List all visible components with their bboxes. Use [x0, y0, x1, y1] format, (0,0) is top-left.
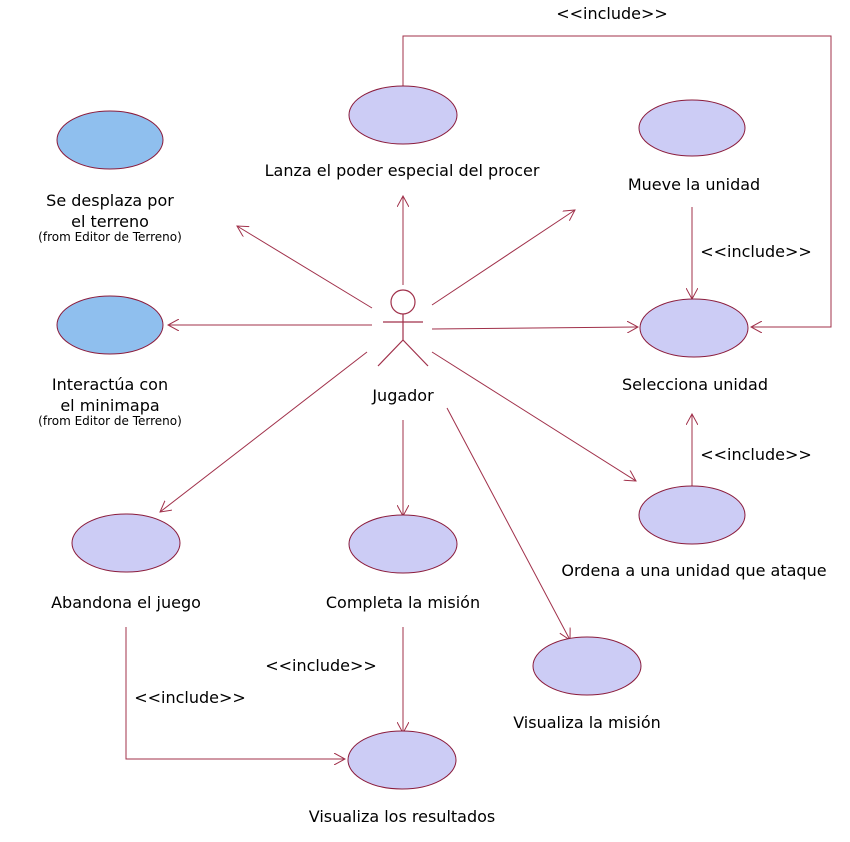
- use-case-origin-note: (from Editor de Terreno): [38, 414, 182, 428]
- include-lanza-to-selecciona: [402, 35, 832, 327]
- actor-name-label: Jugador: [371, 386, 434, 405]
- include-label-completa: <<include>>: [265, 656, 377, 675]
- include-label-mueve: <<include>>: [700, 242, 812, 261]
- use-case-label: Ordena a una unidad que ataque: [561, 561, 826, 580]
- use-case-lanza-poder[interactable]: Lanza el poder especial del procer: [265, 85, 540, 180]
- use-case-label: el minimapa: [60, 396, 159, 415]
- use-case-selecciona-unidad[interactable]: Selecciona unidad: [622, 298, 768, 394]
- include-label-top: <<include>>: [556, 4, 668, 23]
- association-to-se-desplaza: [237, 226, 373, 309]
- use-case-label: Interactúa con: [52, 375, 168, 394]
- stick-figure-actor-icon[interactable]: [377, 289, 429, 367]
- use-case-label: Abandona el juego: [51, 593, 201, 612]
- include-label-ordena: <<include>>: [700, 445, 812, 464]
- use-case-origin-note: (from Editor de Terreno): [38, 230, 182, 244]
- use-case-visualiza-resultados[interactable]: Visualiza los resultados: [309, 730, 496, 826]
- use-case-visualiza-mision[interactable]: Visualiza la misión: [513, 636, 661, 732]
- use-case-label: Selecciona unidad: [622, 375, 768, 394]
- use-case-interactua-minimapa[interactable]: Interactúa con el minimapa (from Editor …: [38, 295, 182, 428]
- association-to-selecciona-unidad: [431, 327, 638, 329]
- use-case-ordena-ataque[interactable]: Ordena a una unidad que ataque: [561, 485, 827, 580]
- association-to-ordena-ataque: [431, 351, 636, 481]
- association-to-abandona-juego: [160, 351, 368, 512]
- use-case-completa-mision[interactable]: Completa la misión: [326, 514, 480, 612]
- association-to-mueve-unidad: [431, 210, 575, 306]
- use-case-label: el terreno: [71, 212, 149, 231]
- use-case-se-desplaza[interactable]: Se desplaza por el terreno (from Editor …: [38, 110, 182, 244]
- use-case-label: Completa la misión: [326, 593, 480, 612]
- use-case-label: Lanza el poder especial del procer: [265, 161, 540, 180]
- use-case-abandona-juego[interactable]: Abandona el juego: [51, 513, 201, 612]
- association-to-visualiza-mision: [446, 407, 570, 640]
- use-case-label: Mueve la unidad: [628, 175, 760, 194]
- use-case-label: Visualiza los resultados: [309, 807, 496, 826]
- use-case-label: Se desplaza por: [46, 191, 174, 210]
- include-label-abandona: <<include>>: [134, 688, 246, 707]
- use-case-mueve-unidad[interactable]: Mueve la unidad: [628, 99, 760, 194]
- include-abandona-to-resultados: [125, 627, 345, 759]
- use-case-label: Visualiza la misión: [513, 713, 661, 732]
